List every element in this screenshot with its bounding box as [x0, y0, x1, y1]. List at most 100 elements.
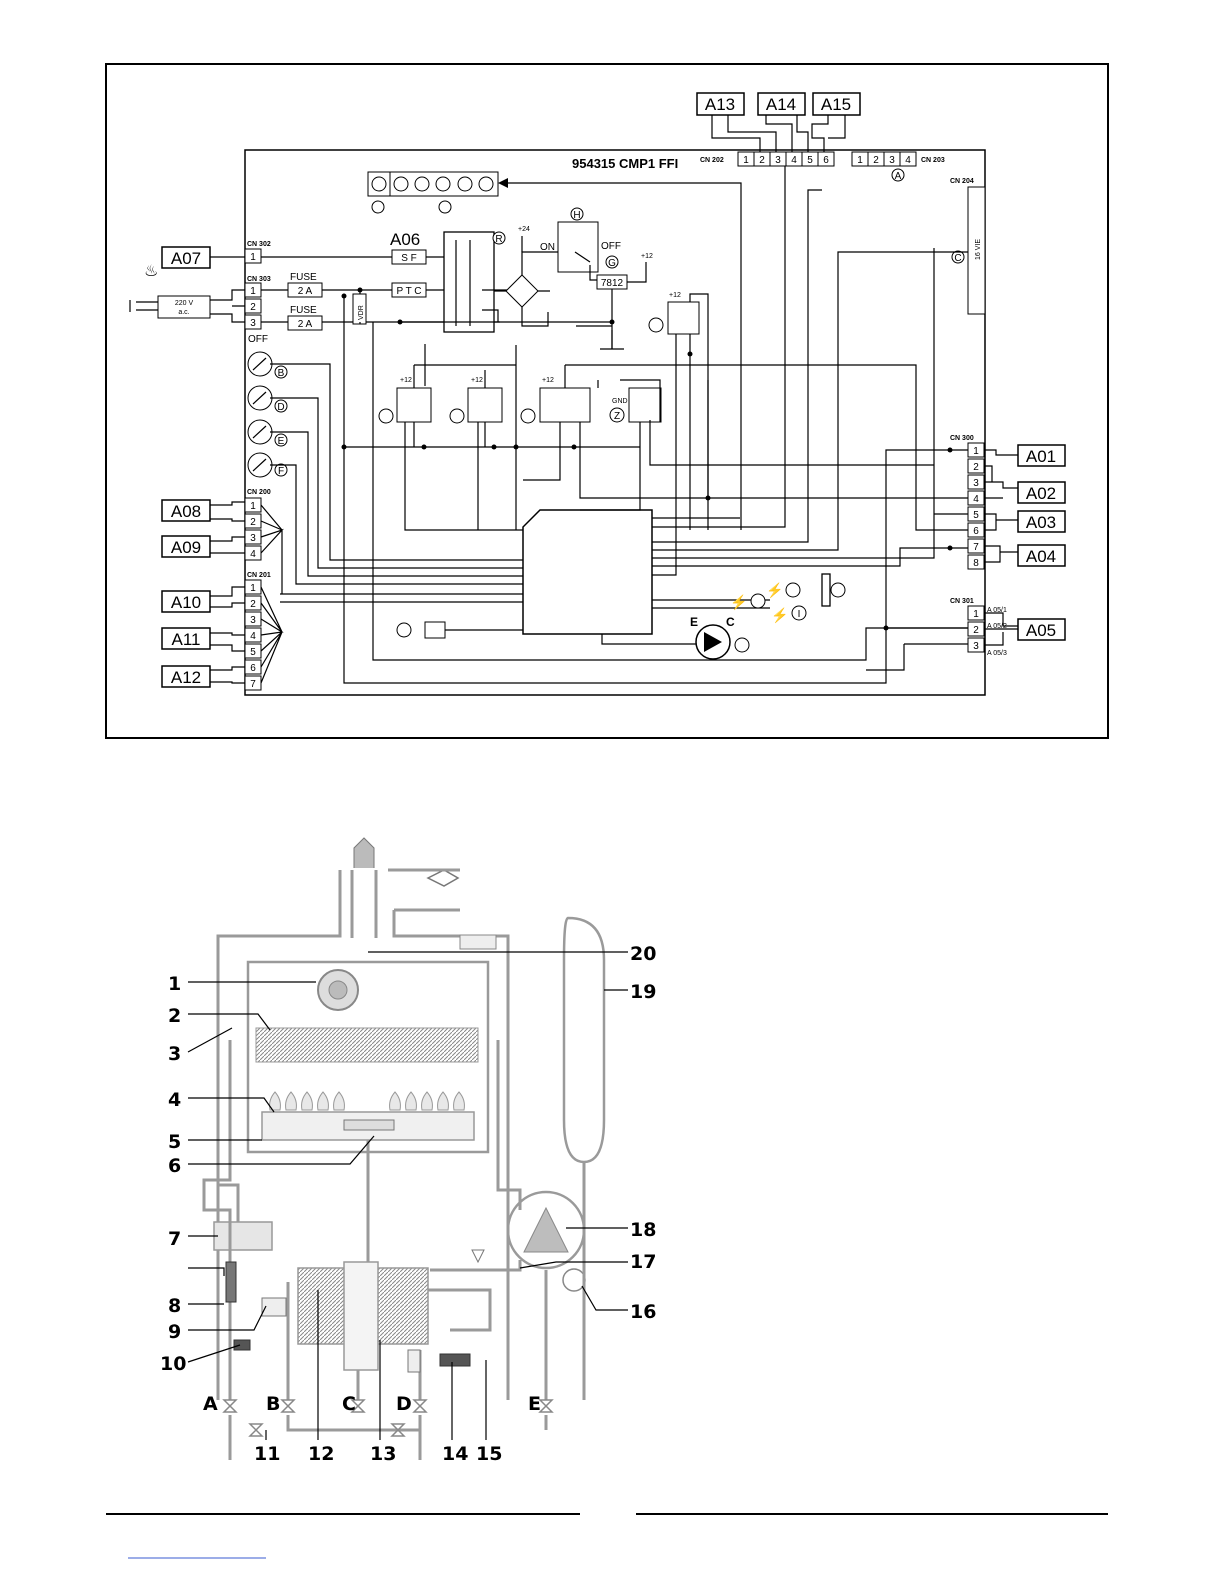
relay-1 — [396, 387, 432, 423]
svg-text:7: 7 — [973, 542, 979, 553]
internal-wiring — [270, 166, 968, 684]
svg-text:A04: A04 — [1026, 547, 1056, 566]
svg-text:+12: +12 — [542, 377, 554, 384]
svg-text:3: 3 — [250, 615, 256, 626]
svg-text:2: 2 — [250, 517, 256, 528]
valve-label-a: A — [203, 1393, 218, 1415]
svg-text:8: 8 — [973, 558, 979, 569]
connector-label-box — [757, 92, 806, 116]
svg-text:3: 3 — [250, 318, 256, 329]
top-wires — [711, 115, 846, 152]
gnd-switch — [628, 387, 662, 423]
cn204-connector — [967, 186, 986, 315]
svg-text:G: G — [608, 258, 616, 269]
svg-text:2: 2 — [973, 625, 979, 636]
svg-text:2: 2 — [759, 155, 765, 166]
svg-text:A08: A08 — [171, 502, 201, 521]
cn201-label: CN 201 — [247, 572, 271, 579]
svg-text:1: 1 — [973, 609, 979, 620]
part-number-12: 12 — [308, 1443, 334, 1465]
svg-text:Z: Z — [614, 411, 620, 422]
svg-text:4: 4 — [973, 494, 979, 505]
connector-label-a14: A14 — [766, 95, 796, 114]
flame-icon: ♨ — [144, 263, 158, 280]
component-a06: A06 — [390, 230, 420, 249]
svg-text:1: 1 — [973, 446, 979, 457]
isolation-valves — [222, 1399, 554, 1437]
cn300-pins: 1 2 3 4 5 6 7 8 — [967, 442, 985, 570]
svg-text:3: 3 — [973, 641, 979, 652]
pressure-gauge — [562, 1268, 586, 1292]
wiring-schematic: 954315 CMP1 FFI A13 A14 A15 CN 202 1 2 3… — [105, 63, 1109, 739]
cn202-pins: 1 2 3 4 5 6 — [737, 151, 835, 167]
part-number-4: 4 — [168, 1089, 181, 1111]
svg-text:6: 6 — [973, 526, 979, 537]
svg-text:A01: A01 — [1026, 447, 1056, 466]
electrode-icon: ⚡ — [771, 607, 788, 624]
connector-label-a15: A15 — [821, 95, 851, 114]
part-number-2: 2 — [168, 1005, 181, 1027]
svg-text:3: 3 — [250, 533, 256, 544]
pump-icon — [523, 1206, 569, 1253]
part-number-3: 3 — [168, 1043, 181, 1065]
wire-junctions — [341, 287, 953, 631]
cn303-label: CN 303 — [247, 276, 271, 283]
part-number-8: 8 — [168, 1295, 181, 1317]
diverter-valve — [343, 1261, 379, 1371]
sensor-component — [424, 621, 446, 639]
board-title: 954315 CMP1 FFI — [572, 156, 678, 171]
svg-text:5: 5 — [807, 155, 813, 166]
cn300-label: CN 300 — [950, 435, 974, 442]
left-connector-labels: A08 A09 A10 A11 A12 — [161, 499, 211, 688]
heat-exchanger — [255, 1027, 479, 1063]
part-number-18: 18 — [630, 1219, 656, 1241]
fuse-label-2: FUSE — [290, 305, 317, 316]
sensor-8 — [225, 1261, 237, 1303]
svg-text:a.c.: a.c. — [178, 309, 189, 316]
schematic-frame — [105, 63, 1109, 739]
flow-sensor — [407, 1349, 421, 1373]
svg-text:C: C — [954, 253, 961, 264]
svg-text:S F: S F — [401, 253, 417, 264]
control-board-outline — [244, 149, 986, 696]
svg-text:A11: A11 — [172, 630, 201, 649]
circled-marker-r — [492, 231, 506, 245]
potentiometers: B D E F — [247, 351, 288, 478]
air-intake-arrow — [426, 869, 460, 887]
relay-3 — [539, 387, 591, 423]
electrode-icon: ⚡ — [766, 582, 783, 599]
part-number-13: 13 — [370, 1443, 396, 1465]
svg-text:2: 2 — [873, 155, 879, 166]
connector-label-a13: A13 — [705, 95, 735, 114]
cn204-note: 16 VIE — [975, 239, 982, 260]
bridge-rectifier — [505, 274, 539, 308]
svg-text:VDR: VDR — [358, 305, 365, 320]
relay-4 — [667, 301, 700, 335]
cn203-label: CN 203 — [921, 157, 945, 164]
circled-marker-c — [951, 250, 965, 264]
svg-text:A 05/2: A 05/2 — [987, 623, 1007, 630]
svg-text:A09: A09 — [171, 538, 201, 557]
svg-text:OFF: OFF — [601, 241, 621, 252]
valve-label-c: C — [342, 1393, 356, 1415]
valve-label-b: B — [266, 1393, 280, 1415]
part-number-1: 1 — [168, 973, 181, 995]
burner — [261, 1111, 475, 1141]
hydraulic-pipes — [202, 1040, 586, 1460]
fuse-label-1: FUSE — [290, 272, 317, 283]
cn200-label: CN 200 — [247, 489, 271, 496]
circled-marker-z — [609, 407, 625, 423]
circled-marker-a — [891, 168, 905, 182]
leader-lines — [187, 951, 628, 1440]
air-vent — [471, 1249, 485, 1264]
svg-text:R: R — [495, 234, 502, 245]
microcontroller — [522, 509, 653, 635]
svg-text:E: E — [690, 615, 698, 629]
gas-valve — [213, 1221, 273, 1251]
svg-text:1: 1 — [250, 501, 256, 512]
cn302-label: CN 302 — [247, 241, 271, 248]
svg-text:1: 1 — [250, 286, 256, 297]
valve-label-e: E — [528, 1393, 541, 1415]
safety-valve — [261, 1297, 287, 1317]
part-number-5: 5 — [168, 1131, 181, 1153]
